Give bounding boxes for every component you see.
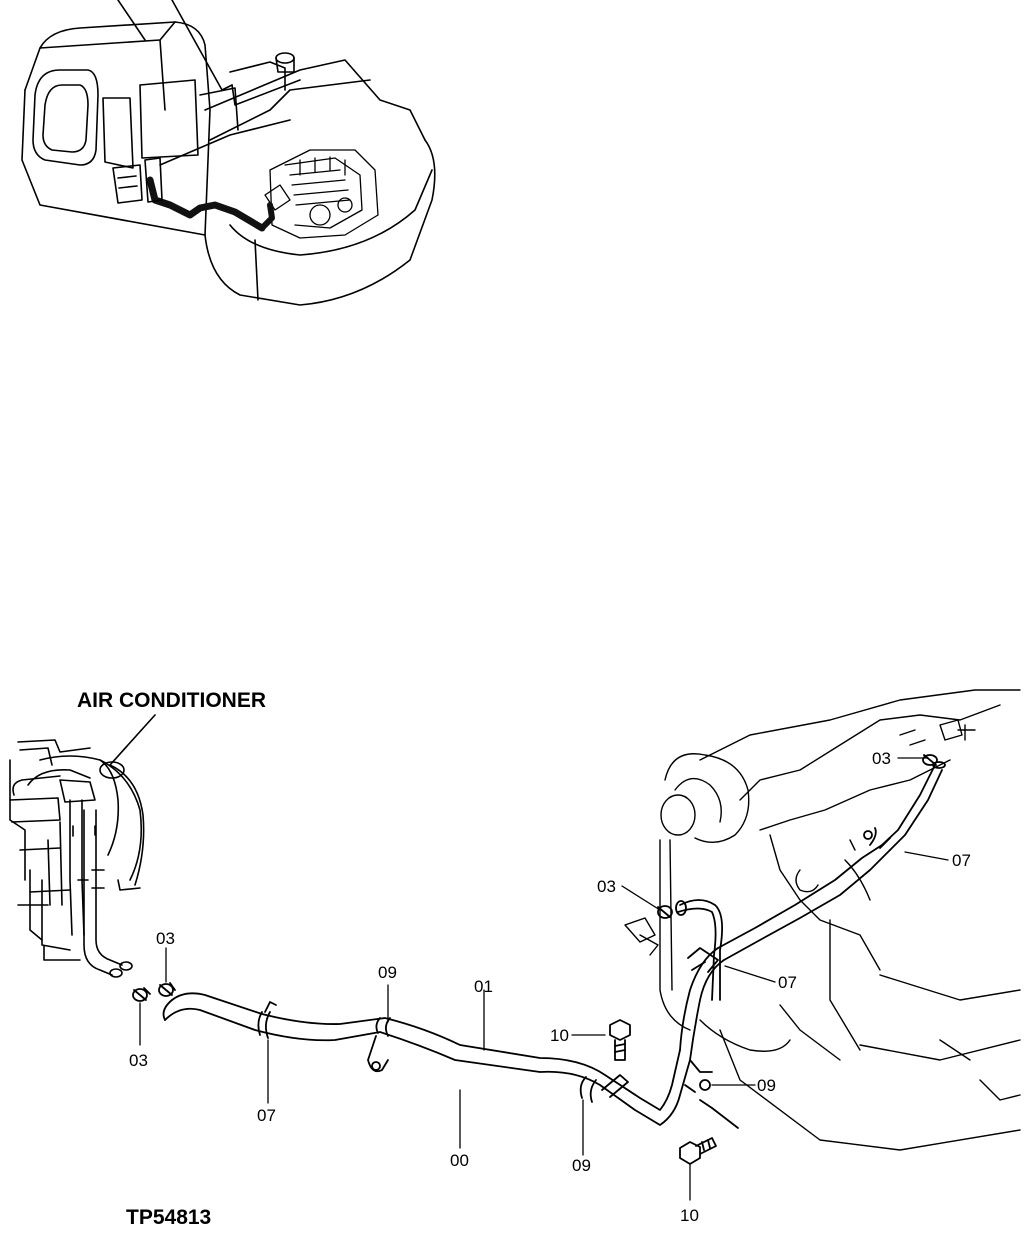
- callout-07-bottom-left: 07: [257, 1106, 276, 1125]
- hose-00: [165, 1009, 690, 1125]
- callout-03-engine-top: 03: [872, 749, 891, 768]
- callout-09-right: 09: [757, 1076, 776, 1095]
- callout-07-engine-right: 07: [952, 851, 971, 870]
- callout-leaders: [140, 758, 948, 1200]
- figure-id: TP54813: [126, 1206, 212, 1229]
- callout-10-upper: 10: [550, 1026, 569, 1045]
- callout-09-bottom: 09: [572, 1156, 591, 1175]
- callout-09-left: 09: [378, 963, 397, 982]
- callout-03-left-bottom: 03: [129, 1051, 148, 1070]
- air-conditioner-unit-illustration: [10, 740, 144, 977]
- excavator-overview-illustration: [22, 0, 435, 305]
- hose-01: [172, 993, 680, 1110]
- callout-07-middle: 07: [778, 973, 797, 992]
- callout-03-engine-mid: 03: [597, 877, 616, 896]
- callout-10-bottom: 10: [680, 1206, 699, 1225]
- air-conditioner-label: AIR CONDITIONER: [77, 689, 266, 712]
- callout-00: 00: [450, 1151, 469, 1170]
- heater-hose-assembly: [133, 755, 945, 1164]
- callout-03-left-top: 03: [156, 929, 175, 948]
- callout-01: 01: [474, 977, 493, 996]
- air-conditioner-leader: [110, 715, 155, 765]
- engine-illustration: [625, 690, 1020, 1150]
